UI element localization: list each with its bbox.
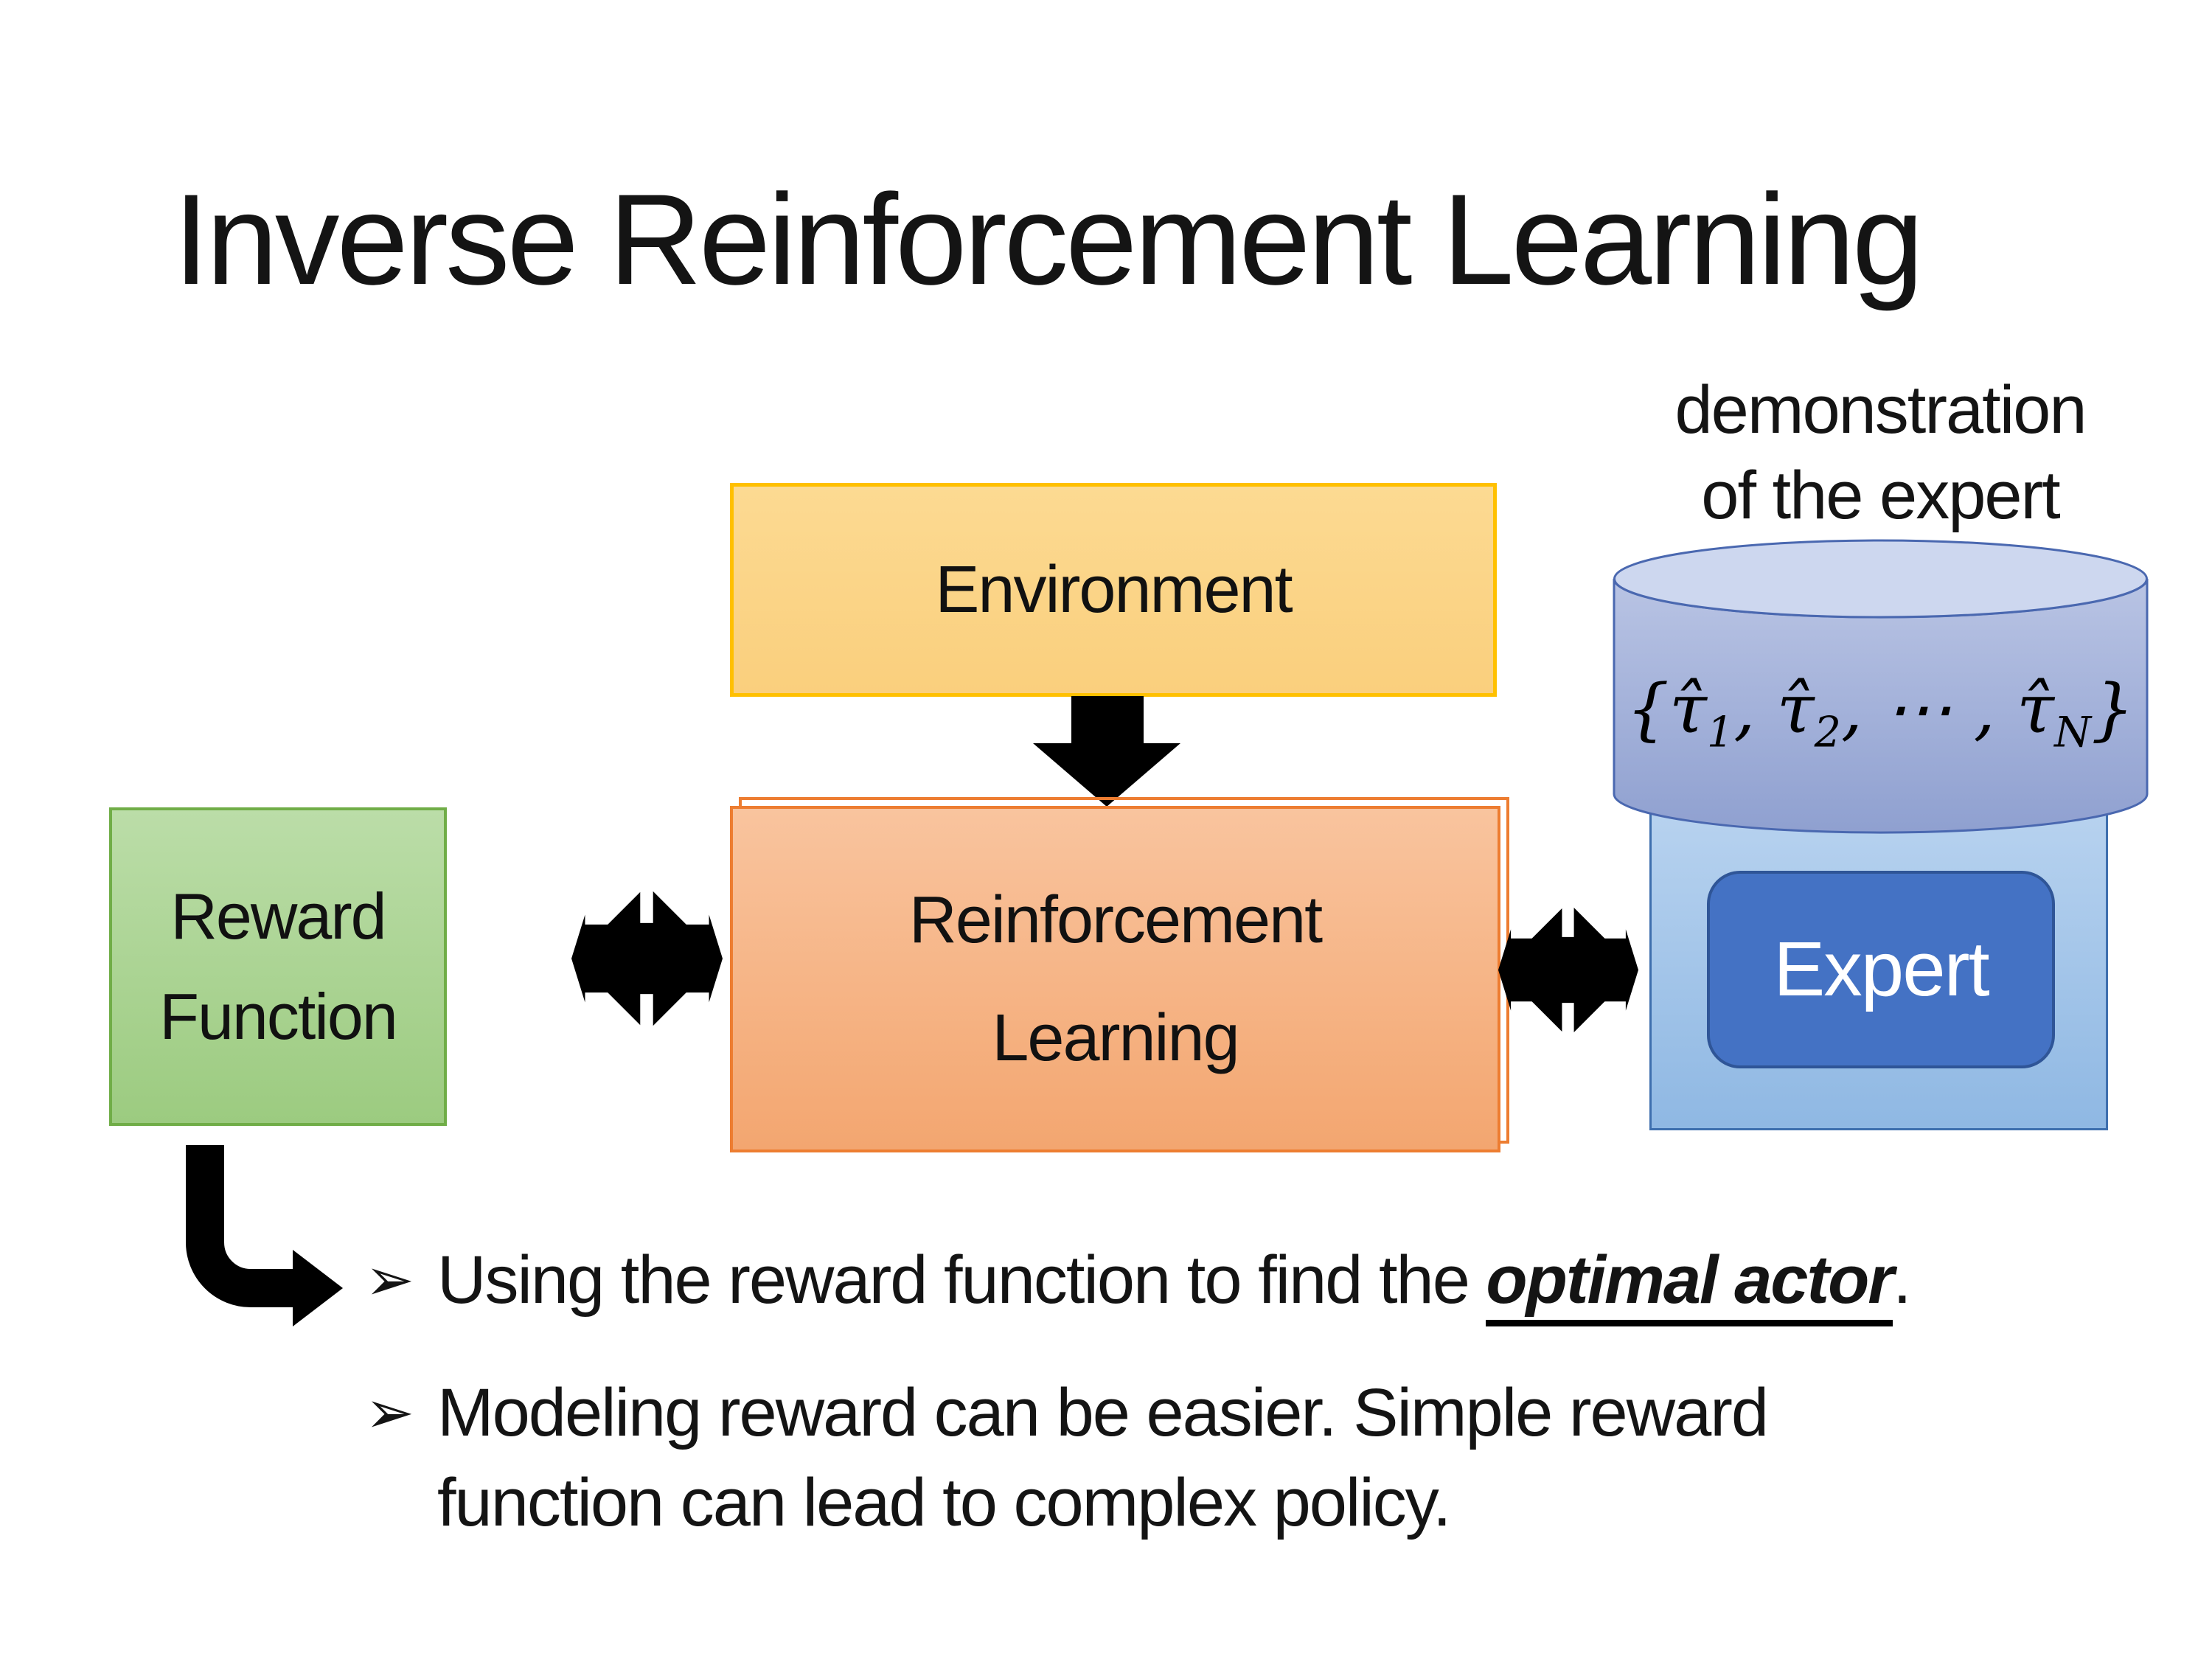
reinforcement-learning-label-line2: Learning [992, 1001, 1239, 1075]
trajectory-set-formula: {τ̂1, τ̂2, ⋯ , τ̂N} [1626, 669, 2135, 757]
demonstration-label-line1: demonstration [1674, 372, 2087, 448]
list-item: ➢ Modeling reward can be easier. Simple … [365, 1368, 2149, 1548]
demonstration-label-line2: of the expert [1701, 458, 2060, 533]
expert-box: Expert [1707, 871, 2055, 1068]
expert-label: Expert [1773, 926, 1989, 1012]
down-arrow-icon [1033, 696, 1180, 807]
bullet-arrow-icon: ➢ [365, 1245, 414, 1314]
environment-box: Environment [730, 483, 1497, 697]
environment-label: Environment [935, 552, 1293, 627]
reinforcement-learning-box: Reinforcement Learning [730, 806, 1500, 1152]
database-cylinder-icon [1613, 539, 2149, 834]
reward-function-label-line1: Reward [170, 880, 386, 953]
demonstration-label: demonstration of the expert [1600, 367, 2160, 538]
list-item: ➢ Using the reward function to find the … [365, 1235, 2149, 1326]
bent-arrow-icon [186, 1145, 343, 1326]
bullet-2-text: Modeling reward can be easier. Simple re… [437, 1375, 1769, 1540]
page-title: Inverse Reinforcement Learning [173, 168, 1924, 312]
exchange-arrow-icon-right [1498, 900, 1638, 1040]
reinforcement-learning-label-line1: Reinforcement [908, 883, 1323, 957]
bullet-list: ➢ Using the reward function to find the … [365, 1235, 2149, 1548]
bullet-1-text: Using the reward function to find the op… [437, 1235, 1912, 1326]
bullet-arrow-icon: ➢ [365, 1378, 414, 1447]
exchange-arrow-icon-left [571, 883, 723, 1034]
reward-function-label-line2: Function [159, 980, 398, 1053]
reward-function-box: Reward Function [109, 807, 447, 1126]
optimal-actor-emphasis: optimal actor [1486, 1242, 1894, 1326]
